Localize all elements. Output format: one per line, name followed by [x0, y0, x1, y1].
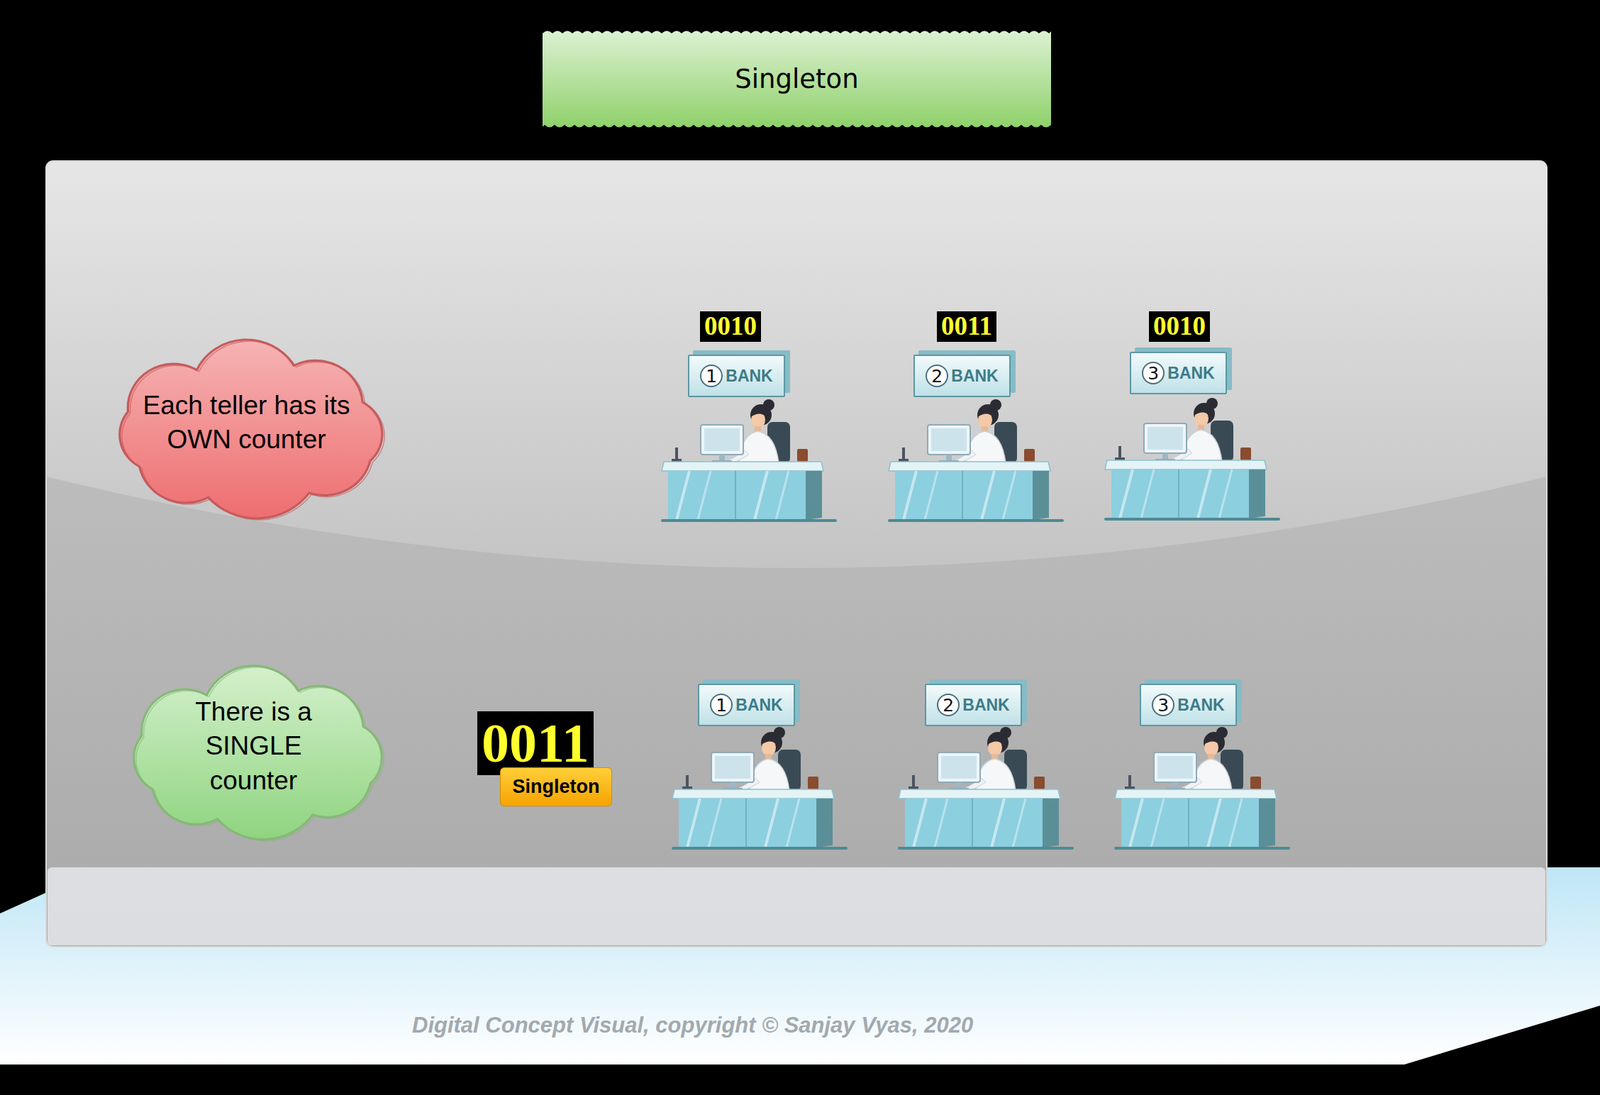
callout-number: 1: [700, 364, 723, 388]
cloud-outline: [136, 667, 385, 842]
teller-figure: [887, 399, 1064, 522]
bank-sign: 3BANK: [1139, 683, 1237, 727]
callout-number: 3: [1151, 693, 1175, 717]
sign-text: BANK: [735, 695, 783, 715]
teller-figure: [897, 726, 1074, 850]
teller-figure: [671, 726, 848, 850]
bank-sign: 2BANK: [913, 354, 1011, 398]
watermark: Digital Concept Visual, copyright © Sanj…: [412, 1012, 974, 1039]
counter-display: 0010: [1148, 311, 1210, 342]
callout-number: 2: [925, 364, 949, 388]
bank-sign: 2BANK: [924, 683, 1022, 727]
panel: [46, 160, 1547, 947]
callout-cloud: There is a SINGLE counter: [109, 660, 398, 832]
sign-text: BANK: [962, 695, 1010, 715]
teller-figure: [660, 399, 837, 522]
singleton-badge: Singleton: [500, 767, 613, 807]
counter-value: 0010: [704, 311, 757, 342]
callout-number: 3: [1141, 361, 1165, 385]
counter-value: 0010: [1153, 311, 1206, 342]
teller-figure: [1114, 726, 1291, 850]
cloud-text: Each teller has its OWN counter: [115, 388, 379, 457]
panel-shelf: [47, 867, 1546, 946]
counter-value: 0011: [481, 711, 590, 776]
cloud-text: There is a SINGLE counter: [172, 695, 336, 798]
sign-text: BANK: [1177, 695, 1225, 715]
callout-cloud: Each teller has its OWN counter: [93, 334, 400, 511]
counter-display: 0011: [477, 711, 594, 776]
teller-figure: [1104, 397, 1281, 521]
floor: [0, 867, 1600, 1065]
bank-sign: 3BANK: [1129, 351, 1227, 395]
cloud-shape: [93, 334, 400, 511]
bank-sign: 1BANK: [697, 683, 796, 727]
panel-gloss: [46, 161, 1547, 569]
bank-sign: 1BANK: [687, 354, 786, 398]
cloud-outline: [134, 665, 383, 840]
sign-text: BANK: [725, 366, 773, 386]
sign-text: BANK: [951, 366, 998, 386]
title-box: Singleton: [542, 28, 1052, 130]
callout-number: 1: [709, 693, 733, 717]
title-outline: [542, 31, 1052, 128]
counter-display: 0010: [700, 311, 761, 342]
badge-text: Singleton: [512, 775, 600, 798]
title-text: Singleton: [734, 63, 859, 95]
counter-value: 0011: [941, 311, 993, 342]
callout-number: 2: [936, 693, 960, 717]
sign-text: BANK: [1167, 363, 1215, 383]
counter-display: 0011: [936, 311, 997, 342]
